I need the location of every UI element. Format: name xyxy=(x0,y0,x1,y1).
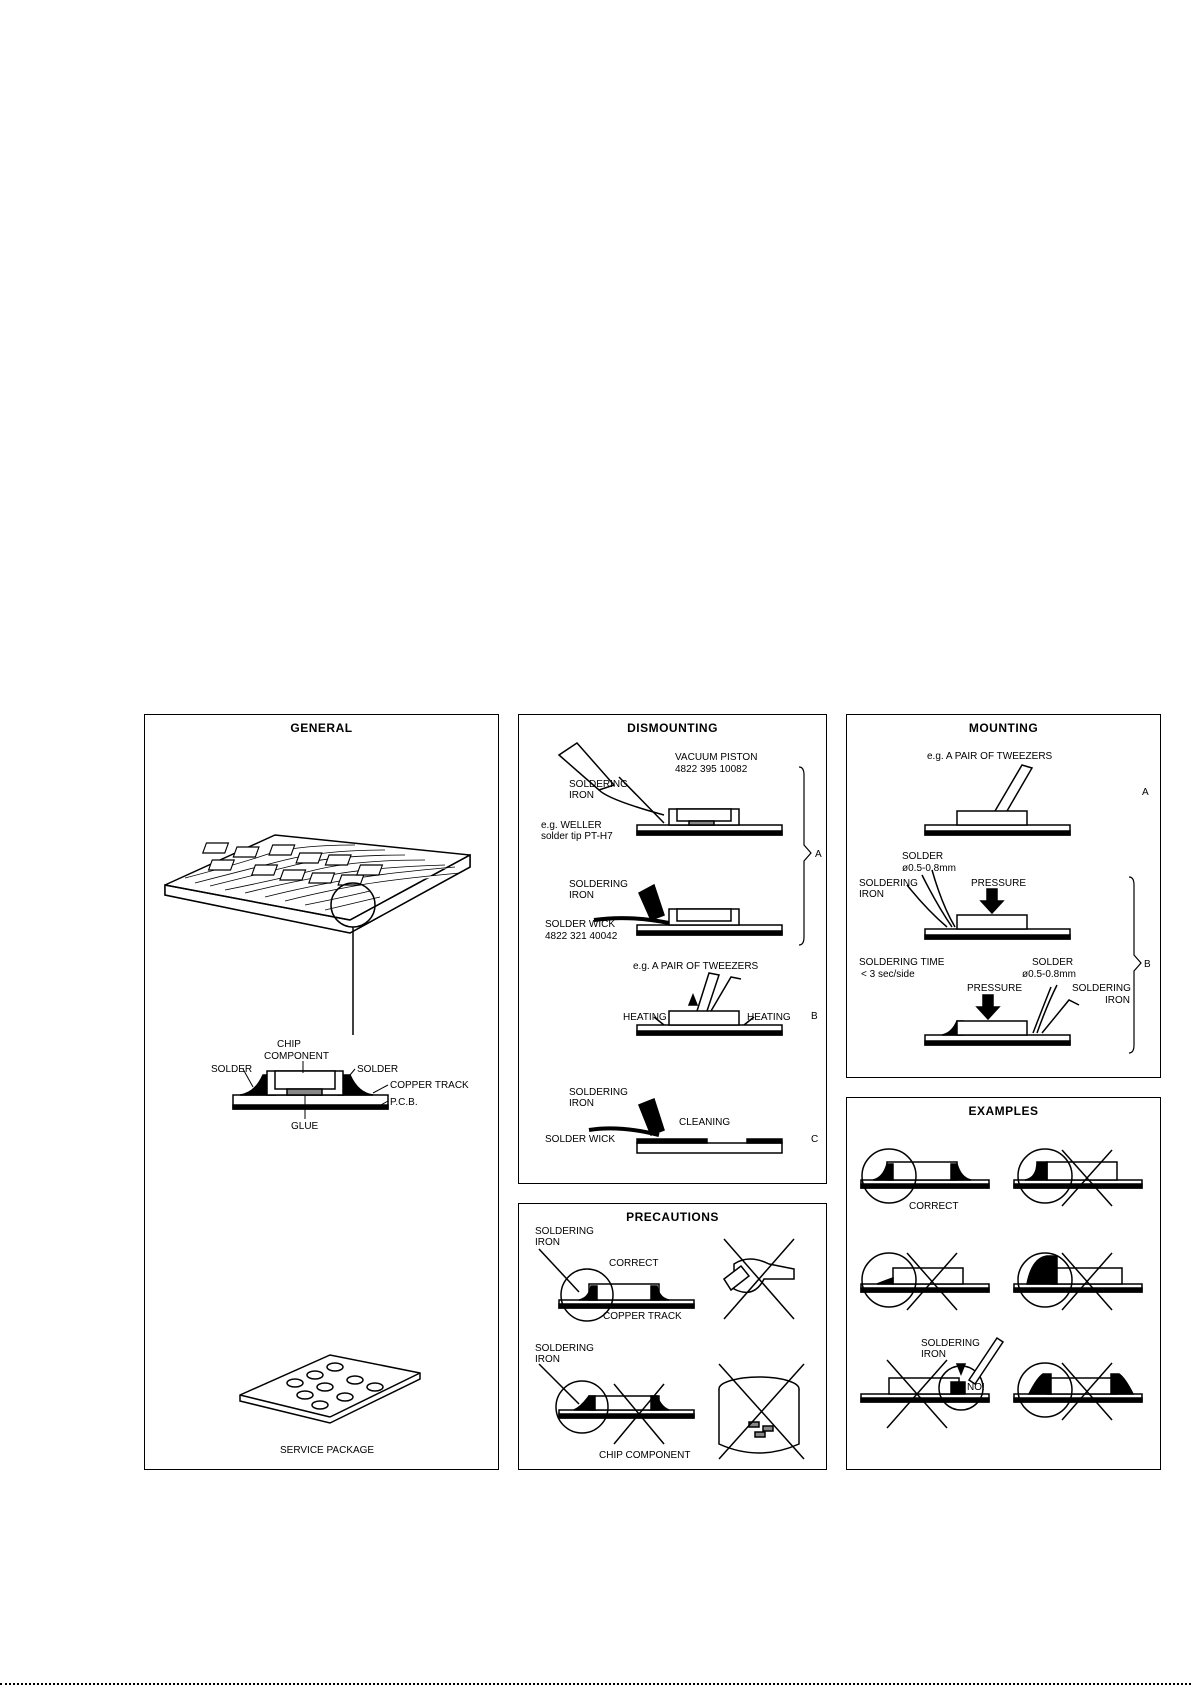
mounting-illustration: e.g. A PAIR OF TWEEZERS A SOLDER ø0.5-0.… xyxy=(859,751,1151,1054)
example-soldering-iron-2: IRON xyxy=(921,1349,946,1360)
solder-1: SOLDER xyxy=(902,851,943,862)
heating-right: HEATING xyxy=(747,1012,791,1023)
soldering-time-2: < 3 sec/side xyxy=(861,969,915,980)
dismounting-illustration: VACUUM PISTON 4822 395 10082 SOLDERING I… xyxy=(541,742,822,1154)
pcb-board-drawing xyxy=(164,834,471,934)
solder-b-2: ø0.5-0.8mm xyxy=(1022,969,1076,980)
mount-b2-drawing xyxy=(924,984,1080,1046)
mount-marker-b: B xyxy=(1144,959,1151,970)
general-panel: GENERAL xyxy=(144,714,499,1470)
example-no-label: NO! xyxy=(967,1382,985,1393)
examples-panel: EXAMPLES CORRECT xyxy=(846,1097,1161,1470)
soldering-iron-a1-1: SOLDERING xyxy=(569,779,628,790)
chip-label-1: CHIP xyxy=(277,1039,301,1050)
chip-label-2: COMPONENT xyxy=(264,1051,329,1062)
prec-wrong-drawing xyxy=(538,1363,695,1445)
example-wrong-3-drawing xyxy=(1013,1252,1143,1311)
marker-a: A xyxy=(815,849,822,860)
prec-soldering-iron-1-2: IRON xyxy=(535,1237,560,1248)
soldering-iron-a2-1: SOLDERING xyxy=(569,879,628,890)
soldering-iron-b-1: SOLDERING xyxy=(1072,983,1131,994)
mounting-title: MOUNTING xyxy=(968,721,1039,735)
prec-chip-component: CHIP COMPONENT xyxy=(599,1450,691,1461)
mount-tweezers-label: e.g. A PAIR OF TWEEZERS xyxy=(927,751,1053,762)
dismounting-title: DISMOUNTING xyxy=(627,721,718,735)
mount-b1-drawing xyxy=(906,869,1071,940)
prec-soldering-iron-2-2: IRON xyxy=(535,1354,560,1365)
precautions-illustration: SOLDERING IRON CORRECT COPPER TRACK SOLD… xyxy=(535,1226,805,1461)
prec-soldering-iron-1-1: SOLDERING xyxy=(535,1226,594,1237)
example-wrong-2-drawing xyxy=(860,1252,990,1311)
soldering-iron-2: IRON xyxy=(859,889,884,900)
example-wrong-5-drawing xyxy=(1013,1362,1143,1421)
service-package-drawing xyxy=(239,1354,421,1424)
prec-copper-track: COPPER TRACK xyxy=(603,1311,682,1322)
soldering-iron-a2-2: IRON xyxy=(569,890,594,901)
pressure-1: PRESSURE xyxy=(971,878,1026,889)
glue-label: GLUE xyxy=(291,1121,319,1132)
bracket-a xyxy=(798,766,812,946)
vacuum-piston-2: 4822 395 10082 xyxy=(675,764,748,775)
bottom-dotted-rule xyxy=(0,1683,1191,1685)
marker-c: C xyxy=(811,1134,818,1145)
general-illustration: CHIP COMPONENT SOLDER SOLDER COPPER TRAC… xyxy=(164,834,471,1456)
example-wrong-1-drawing xyxy=(1013,1148,1143,1207)
dismounting-panel: DISMOUNTING VACUUM PISTON 4822 395 10082… xyxy=(518,714,827,1184)
dismount-a1-drawing xyxy=(557,742,783,836)
soldering-iron-c-1: SOLDERING xyxy=(569,1087,628,1098)
general-title: GENERAL xyxy=(290,721,353,735)
chip-cross-section xyxy=(232,1070,389,1110)
solder-right-label: SOLDER xyxy=(357,1064,398,1075)
pcb-label: P.C.B. xyxy=(390,1097,418,1108)
solder-wick-2: 4822 321 40042 xyxy=(545,931,618,942)
service-package-label: SERVICE PACKAGE xyxy=(280,1445,374,1456)
solder-b-1: SOLDER xyxy=(1032,957,1073,968)
example-correct-label: CORRECT xyxy=(909,1201,958,1212)
solder-left-label: SOLDER xyxy=(211,1064,252,1075)
dismount-b-drawing xyxy=(636,972,783,1036)
soldering-iron-1: SOLDERING xyxy=(859,878,918,889)
soldering-iron-c-2: IRON xyxy=(569,1098,594,1109)
weller-1: e.g. WELLER xyxy=(541,820,602,831)
weller-2: solder tip PT-H7 xyxy=(541,831,613,842)
mount-marker-a: A xyxy=(1142,787,1149,798)
cleaning-label: CLEANING xyxy=(679,1117,730,1128)
dismount-c-drawing xyxy=(588,1098,783,1154)
heating-left: HEATING xyxy=(623,1012,667,1023)
bracket-b xyxy=(1128,876,1142,1054)
pressure-2: PRESSURE xyxy=(967,983,1022,994)
prec-soldering-iron-2-1: SOLDERING xyxy=(535,1343,594,1354)
mounting-panel: MOUNTING e.g. A PAIR OF TWEEZERS A SOLDE… xyxy=(846,714,1161,1078)
mount-a-drawing xyxy=(924,764,1071,836)
prec-no-jar-drawing xyxy=(718,1363,805,1460)
precautions-panel: PRECAUTIONS SOLDERING IRON CORRECT COPPE… xyxy=(518,1203,827,1470)
marker-b: B xyxy=(811,1011,818,1022)
prec-correct: CORRECT xyxy=(609,1258,658,1269)
soldering-iron-a1-2: IRON xyxy=(569,790,594,801)
example-correct-drawing xyxy=(860,1148,990,1204)
example-wrong-4-drawing xyxy=(860,1336,1005,1429)
precautions-title: PRECAUTIONS xyxy=(626,1210,719,1224)
dismount-a2-drawing xyxy=(593,883,783,936)
soldering-iron-b-2: IRON xyxy=(1105,995,1130,1006)
prec-no-hand-drawing xyxy=(722,1238,795,1320)
examples-title: EXAMPLES xyxy=(968,1104,1039,1118)
copper-track-label: COPPER TRACK xyxy=(390,1080,469,1091)
soldering-time-1: SOLDERING TIME xyxy=(859,957,945,968)
examples-illustration: CORRECT xyxy=(860,1148,1143,1429)
solder-2: ø0.5-0.8mm xyxy=(902,863,956,874)
solder-wick-c: SOLDER WICK xyxy=(545,1134,615,1145)
prec-correct-drawing xyxy=(538,1248,695,1322)
example-soldering-iron-1: SOLDERING xyxy=(921,1338,980,1349)
solder-wick-1: SOLDER WICK xyxy=(545,919,615,930)
vacuum-piston-1: VACUUM PISTON xyxy=(675,752,757,763)
tweezers-label: e.g. A PAIR OF TWEEZERS xyxy=(633,961,759,972)
